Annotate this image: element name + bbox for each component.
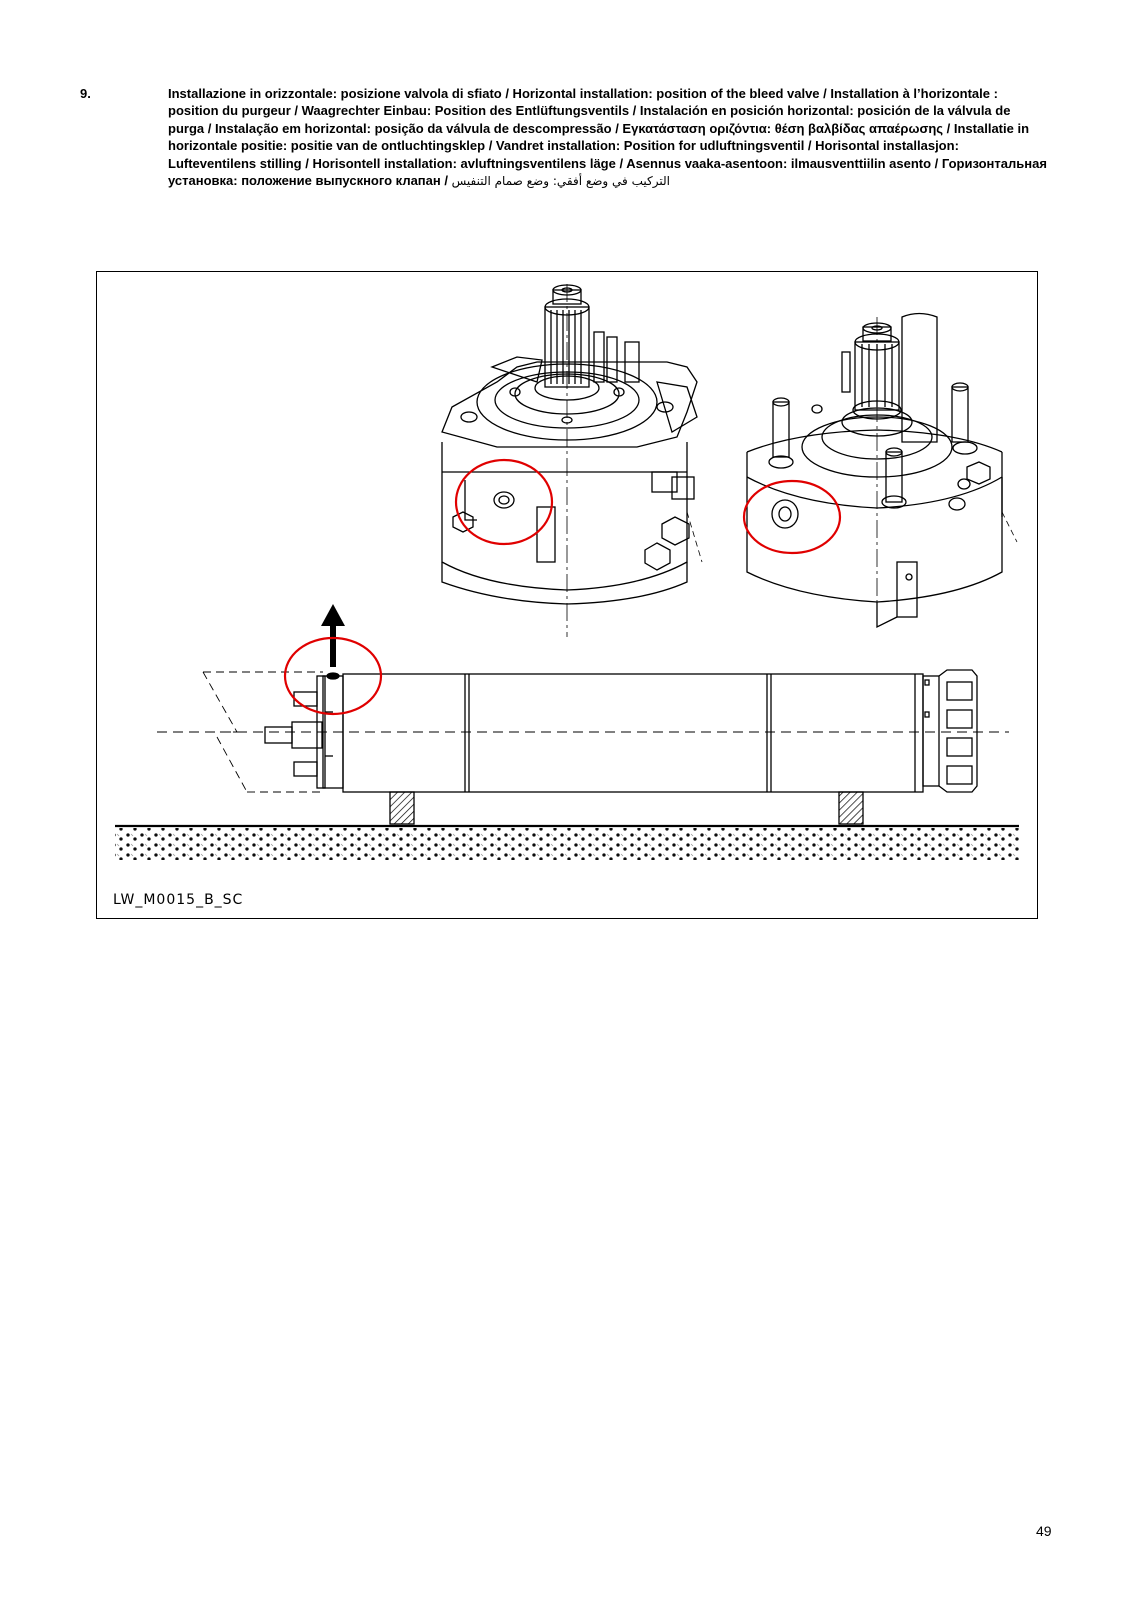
section-heading: Installazione in orizzontale: posizione … — [168, 85, 1048, 190]
installation-figure: LW_M0015_B_SC — [96, 271, 1038, 919]
horizontal-motor — [115, 604, 1019, 860]
motor-top-detail-right — [742, 312, 1018, 629]
heading-arabic-text: التركيب في وضع أفقي: وضع صمام التنفيس — [451, 174, 670, 189]
section-number: 9. — [80, 86, 91, 101]
page-number: 49 — [1036, 1523, 1052, 1539]
figure-code: LW_M0015_B_SC — [113, 892, 244, 908]
heading-text: Installazione in orizzontale: posizione … — [168, 86, 1047, 189]
figure-drawing — [115, 284, 1019, 860]
motor-top-detail-left — [441, 284, 703, 637]
